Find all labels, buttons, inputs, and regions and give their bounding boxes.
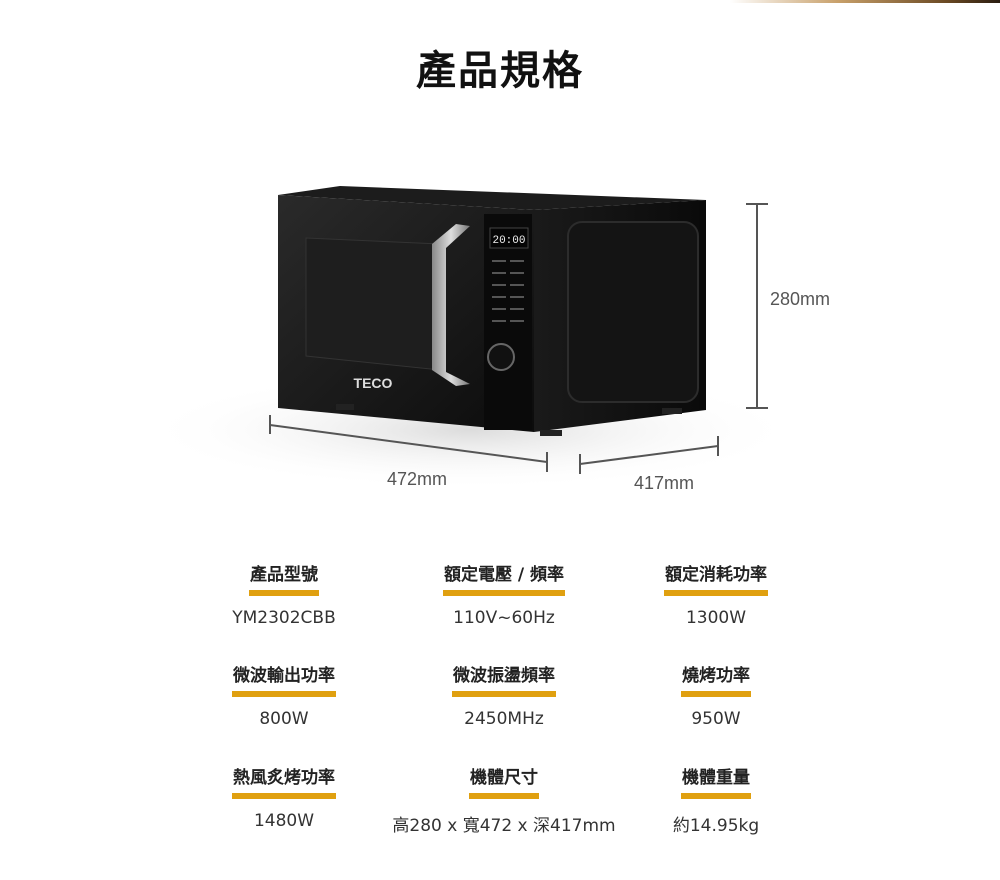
spec-model: 產品型號 YM2302CBB <box>164 560 404 628</box>
depth-dimension-line <box>579 436 719 474</box>
spec-value: YM2302CBB <box>232 608 336 628</box>
spec-label: 機體重量 <box>681 763 751 799</box>
spec-label: 熱風炙烤功率 <box>232 763 336 799</box>
door-handle <box>432 224 470 386</box>
spec-value: 110V~60Hz <box>453 608 555 628</box>
height-dimension-line <box>746 203 768 409</box>
spec-label: 額定電壓 / 頻率 <box>442 560 566 596</box>
spec-label: 機體尺寸 <box>469 763 539 799</box>
display-screen <box>489 227 529 249</box>
spec-label: 微波振盪頻率 <box>452 661 556 697</box>
display-time: 20:00 <box>492 235 525 247</box>
width-dimension-label: 472mm <box>387 469 448 489</box>
spec-body-size: 機體尺寸 高280 x 寬472 x 深417mm <box>384 763 624 836</box>
spec-value: 2450MHz <box>464 709 544 729</box>
spec-label: 產品型號 <box>249 560 319 596</box>
spec-value: 高280 x 寬472 x 深417mm <box>392 816 616 836</box>
spec-value: 950W <box>691 709 741 729</box>
spec-microwave-output: 微波輸出功率 800W <box>164 661 404 729</box>
spec-rated-power: 額定消耗功率 1300W <box>596 560 836 628</box>
spec-label: 微波輸出功率 <box>232 661 336 697</box>
microwave-top <box>278 186 706 210</box>
width-dimension-line <box>269 415 548 472</box>
brand-logo: TECO <box>354 375 393 391</box>
spec-value: 1480W <box>253 811 315 831</box>
product-illustration: 20:00 TECO <box>140 186 800 490</box>
top-decor-strip <box>730 0 1000 3</box>
spec-grill-power: 燒烤功率 950W <box>596 661 836 729</box>
height-dimension-label: 280mm <box>770 289 831 309</box>
spec-value: 約14.95kg <box>672 816 760 836</box>
page-title: 產品規格 <box>416 48 584 94</box>
spec-value: 1300W <box>685 608 747 628</box>
spec-label: 燒烤功率 <box>681 661 751 697</box>
side-panel-emboss <box>567 221 699 403</box>
spec-convection-power: 熱風炙烤功率 1480W <box>164 763 404 831</box>
spec-voltage: 額定電壓 / 頻率 110V~60Hz <box>384 560 624 628</box>
spec-label: 額定消耗功率 <box>664 560 768 596</box>
control-dial <box>487 343 515 371</box>
spec-body-weight: 機體重量 約14.95kg <box>596 763 836 836</box>
depth-dimension-label: 417mm <box>634 473 695 493</box>
microwave-window <box>305 237 441 371</box>
spec-value: 800W <box>259 709 309 729</box>
spec-microwave-frequency: 微波振盪頻率 2450MHz <box>384 661 624 729</box>
